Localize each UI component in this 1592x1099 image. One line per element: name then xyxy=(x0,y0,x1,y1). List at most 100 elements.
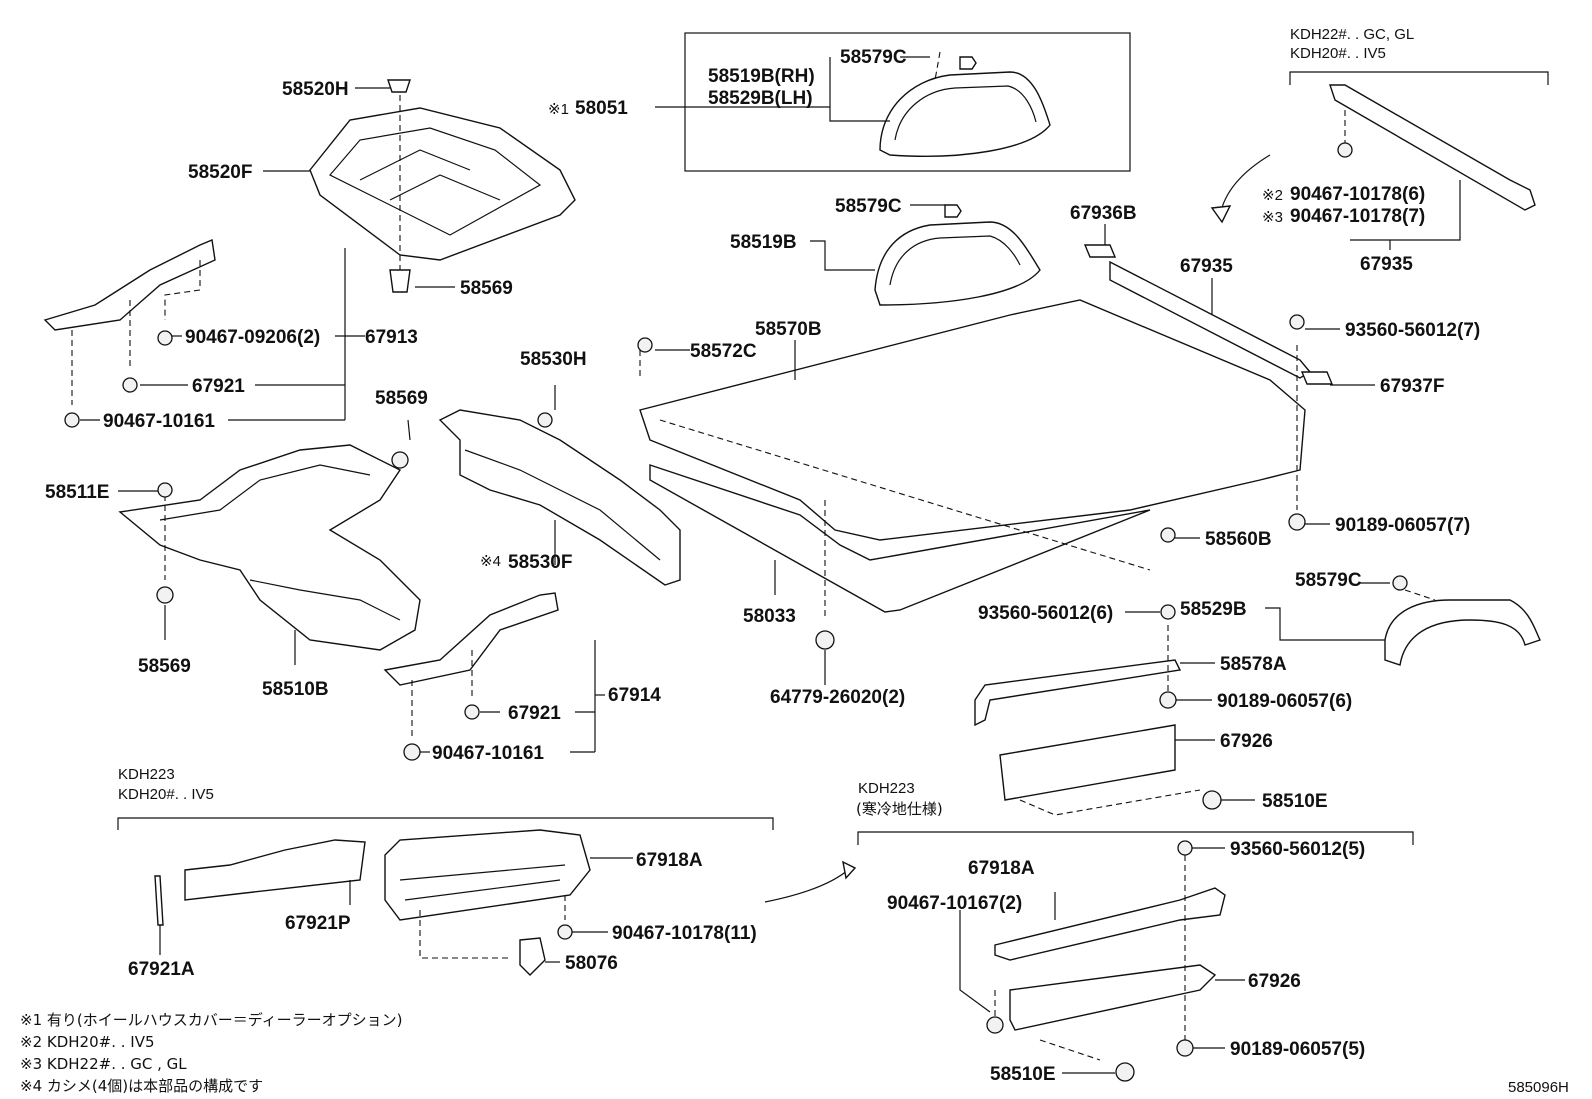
arrow-bottom-head xyxy=(842,860,857,880)
footnote-1: ※1 有り(ホイールハウスカバー＝ディーラーオプション) xyxy=(20,1011,403,1029)
label-58560B: 58560B xyxy=(1205,529,1272,550)
tunnel-inner-line xyxy=(464,449,661,561)
group-label-top-right-2: KDH20#. . IV5 xyxy=(1290,45,1386,62)
clip-90467-09206 xyxy=(157,330,173,346)
label-58520F: 58520F xyxy=(188,162,252,183)
wheelhouse-cover-rh-part xyxy=(879,71,1051,157)
label-67935-a: 67935 xyxy=(1180,256,1233,277)
label-90189-06057-6: 90189-06057(6) xyxy=(1217,691,1352,712)
leader-58519B xyxy=(810,240,875,271)
label-90467-10161-b: 90467-10161 xyxy=(432,743,544,764)
panel-67926-lower xyxy=(1009,964,1217,1031)
wheelhouse-58519B-inner xyxy=(889,235,1021,286)
label-58519B-rh: 58519B(RH) xyxy=(708,66,815,87)
dash-58560B xyxy=(659,419,1151,571)
clip-90189-5 xyxy=(1176,1039,1194,1057)
clip-58510E-lower xyxy=(1115,1062,1135,1082)
group-label-top-right-1: KDH22#. . GC, GL xyxy=(1290,26,1414,43)
step-rail-67913 xyxy=(43,239,216,331)
label-90467-10178-7: 90467-10178(7) xyxy=(1290,206,1425,227)
label-67913: 67913 xyxy=(365,327,418,348)
label-58569-a: 58569 xyxy=(460,278,513,299)
rear-floor-inner-line xyxy=(329,127,542,236)
label-mark2: ※2 xyxy=(1262,187,1283,204)
trim-67921P xyxy=(184,839,366,901)
clip-90189-6 xyxy=(1159,691,1177,709)
footnote-4: ※4 カシメ(4個)は本部品の構成です xyxy=(20,1077,263,1095)
leader-58529B xyxy=(1265,607,1385,641)
group-label-bottom-left-2: KDH20#. . IV5 xyxy=(118,786,214,803)
deck-trim-67918A-lower xyxy=(384,829,591,921)
label-93560-56012-5: 93560-56012(5) xyxy=(1230,839,1365,860)
label-58511E: 58511E xyxy=(45,482,109,503)
label-64779-26020-2: 64779-26020(2) xyxy=(770,687,905,708)
label-67937F: 67937F xyxy=(1380,376,1444,397)
front-floor-pan-rib-2 xyxy=(249,579,401,621)
label-mark3: ※3 xyxy=(1262,209,1283,226)
pad-67936B xyxy=(1083,244,1117,258)
clip-58569-left xyxy=(156,586,174,604)
label-90189-06057-5: 90189-06057(5) xyxy=(1230,1039,1365,1060)
label-58510E-b: 58510E xyxy=(990,1064,1056,1085)
label-58569-b: 58569 xyxy=(375,388,428,409)
label-67936B: 67936B xyxy=(1070,203,1137,224)
clip-58572C xyxy=(637,337,653,353)
rear-floor-rib-2 xyxy=(389,174,501,201)
label-67926-a: 67926 xyxy=(1220,731,1273,752)
label-90467-09206-2: 90467-09206(2) xyxy=(185,327,320,348)
deck-trim-67918A-cold xyxy=(994,887,1226,961)
leader-58569b xyxy=(407,419,411,441)
label-90467-10167-2: 90467-10167(2) xyxy=(887,893,1022,914)
clip-58579C-top xyxy=(959,56,977,70)
deck-trim-rib-1 xyxy=(399,864,566,881)
label-58570B: 58570B xyxy=(755,319,822,340)
footnote-2: ※2 KDH20#. . IV5 xyxy=(20,1033,155,1051)
label-58033: 58033 xyxy=(743,606,796,627)
label-67921A: 67921A xyxy=(128,959,195,980)
label-67918A-a: 67918A xyxy=(636,850,703,871)
group-label-bottom-left-1: KDH223 xyxy=(118,766,175,783)
luggage-mat-58570B xyxy=(639,299,1306,541)
bracket-bottom-right-group xyxy=(857,831,1414,845)
label-67914: 67914 xyxy=(608,685,661,706)
clip-90467-10178-11 xyxy=(557,924,573,940)
label-58579C-b: 58579C xyxy=(835,196,902,217)
bracket-58578A xyxy=(974,659,1182,727)
wheelhouse-cover-rh-inner-line xyxy=(894,85,1037,141)
clip-58569-top xyxy=(389,269,411,293)
dash-67913-a xyxy=(164,260,201,320)
label-90189-06057-7: 90189-06057(7) xyxy=(1335,515,1470,536)
footnote-3: ※3 KDH22#. . GC , GL xyxy=(20,1055,187,1073)
label-93560-56012-7: 93560-56012(7) xyxy=(1345,320,1480,341)
label-93560-56012-6: 93560-56012(6) xyxy=(978,603,1113,624)
label-58519B: 58519B xyxy=(730,232,797,253)
group-label-bottom-right-1: KDH223 xyxy=(858,780,915,797)
deck-trim-rib-2 xyxy=(404,879,561,901)
step-rail-67914 xyxy=(383,592,559,686)
clip-90467-10161-upper xyxy=(64,412,80,428)
wheelhouse-58529B xyxy=(1384,599,1541,666)
hook-58076 xyxy=(519,937,546,976)
floor-silencer-58033 xyxy=(649,464,1151,613)
label-58520H: 58520H xyxy=(282,79,349,100)
label-mark4: ※4 xyxy=(480,553,501,570)
clip-58560B xyxy=(1160,527,1176,543)
group-label-bottom-right-2: (寒冷地仕様) xyxy=(856,800,943,818)
clip-58511E xyxy=(157,482,173,498)
dash-58510E-lower xyxy=(1039,1039,1101,1061)
dash-58579C-right xyxy=(1404,589,1436,601)
pad-67937F xyxy=(1300,371,1334,385)
label-67921P: 67921P xyxy=(285,913,351,934)
label-58578A: 58578A xyxy=(1220,654,1287,675)
rear-floor-rib-1 xyxy=(359,149,471,181)
label-58572C: 58572C xyxy=(690,341,757,362)
label-58579C-c: 58579C xyxy=(1295,570,1362,591)
wheelhouse-58519B xyxy=(874,221,1041,306)
clip-90467-10167 xyxy=(986,1016,1004,1034)
dash-58076 xyxy=(419,910,510,959)
label-58530F: 58530F xyxy=(508,552,572,573)
label-mark1: ※1 xyxy=(548,101,569,118)
trim-67921A xyxy=(154,875,164,926)
label-67921-b: 67921 xyxy=(508,703,561,724)
